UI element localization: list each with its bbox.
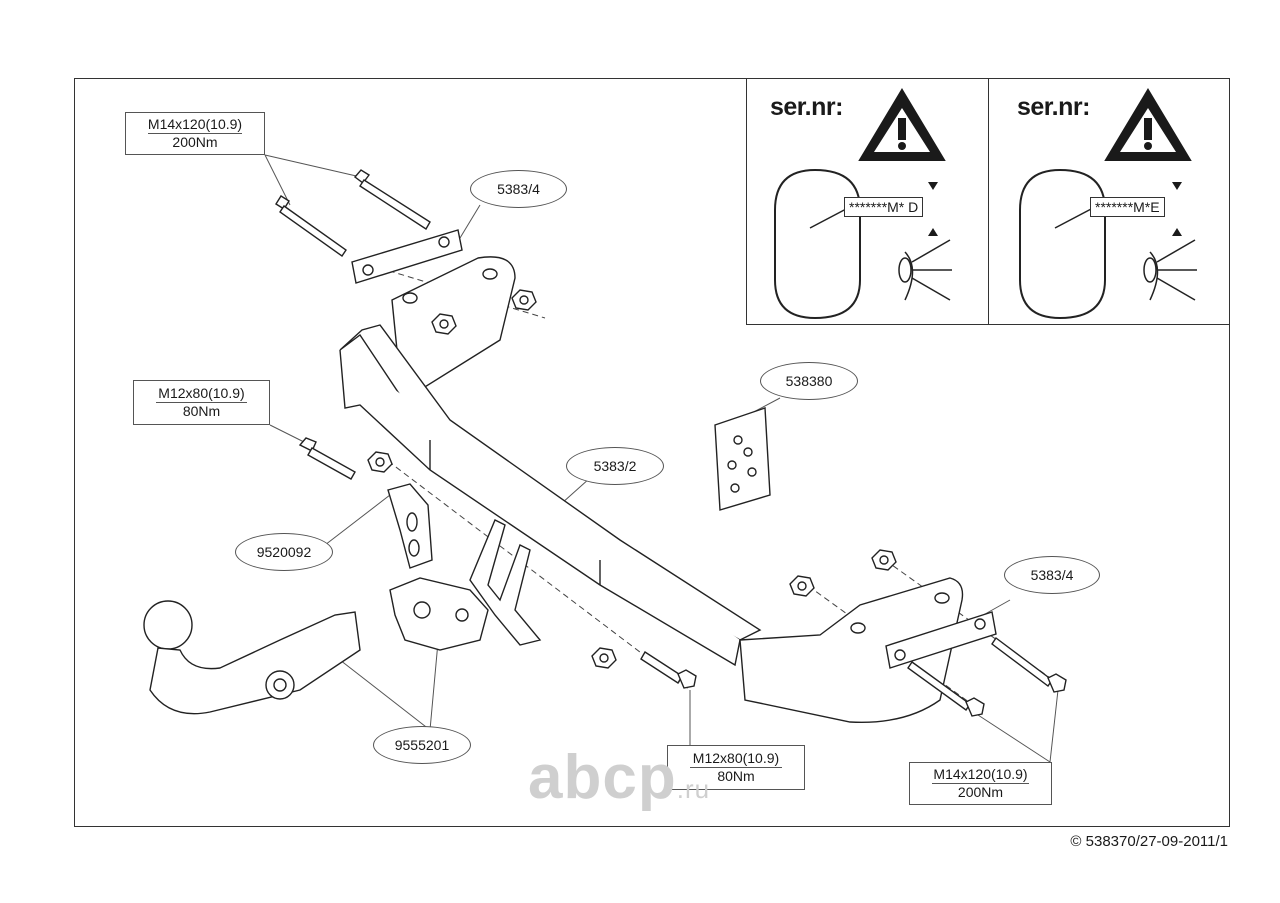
serial-panel-2 (988, 78, 1230, 325)
mount-plate (387, 483, 433, 569)
bolt-bottom-mid (640, 651, 697, 689)
serial-panel-graphics (774, 88, 1197, 320)
nut-bar-bottom (591, 647, 617, 669)
copyright-text: © 538370/27-09-2011/1 (1070, 833, 1228, 850)
part-label-crossbar: 5383/2 (566, 447, 664, 485)
diagram-frame (74, 78, 1230, 827)
mid-bracket (469, 519, 542, 646)
part-label-bolt-kit: 538380 (760, 362, 858, 400)
serial-title-2: ser.nr: (1017, 93, 1090, 121)
eye-icon (1143, 239, 1197, 301)
nut-right-1 (789, 575, 815, 597)
nut-left (367, 451, 393, 473)
towball-arm (143, 600, 361, 715)
part-label-mount-plate: 9520092 (235, 533, 333, 571)
watermark: abcp.ru (528, 743, 711, 812)
spec-bolt-left: M12x80(10.9) 80Nm (133, 380, 270, 425)
nut-top-2 (511, 289, 537, 311)
bolt-kit-bag (714, 407, 771, 511)
nut-top-1 (431, 313, 457, 335)
part-label-bracket-top: 5383/4 (470, 170, 567, 208)
serial-code-1: *******M* D (844, 197, 924, 217)
plate-top (351, 229, 463, 284)
spec-bolt-bottom-mid: M12x80(10.9) 80Nm (667, 745, 805, 790)
part-label-bracket-right: 5383/4 (1004, 556, 1100, 594)
side-bracket-right (739, 577, 964, 724)
serial-title-1: ser.nr: (770, 93, 843, 121)
nut-right-2 (871, 549, 897, 571)
part-label-towball: 9555201 (373, 726, 471, 764)
crossbar (339, 324, 762, 667)
serial-code-2: *******M*E (1090, 197, 1165, 217)
bolt-top-1 (275, 195, 347, 257)
bolt-right-2 (991, 636, 1067, 693)
bolt-right-1 (907, 661, 985, 717)
eye-icon (898, 239, 952, 301)
bolt-top-2 (353, 169, 431, 230)
plate-right (885, 611, 997, 669)
socket-block (389, 577, 489, 651)
spec-bolt-bottom-right: M14x120(10.9) 200Nm (909, 762, 1052, 805)
bolt-left (298, 437, 356, 480)
spec-bolt-top: M14x120(10.9) 200Nm (125, 112, 265, 155)
